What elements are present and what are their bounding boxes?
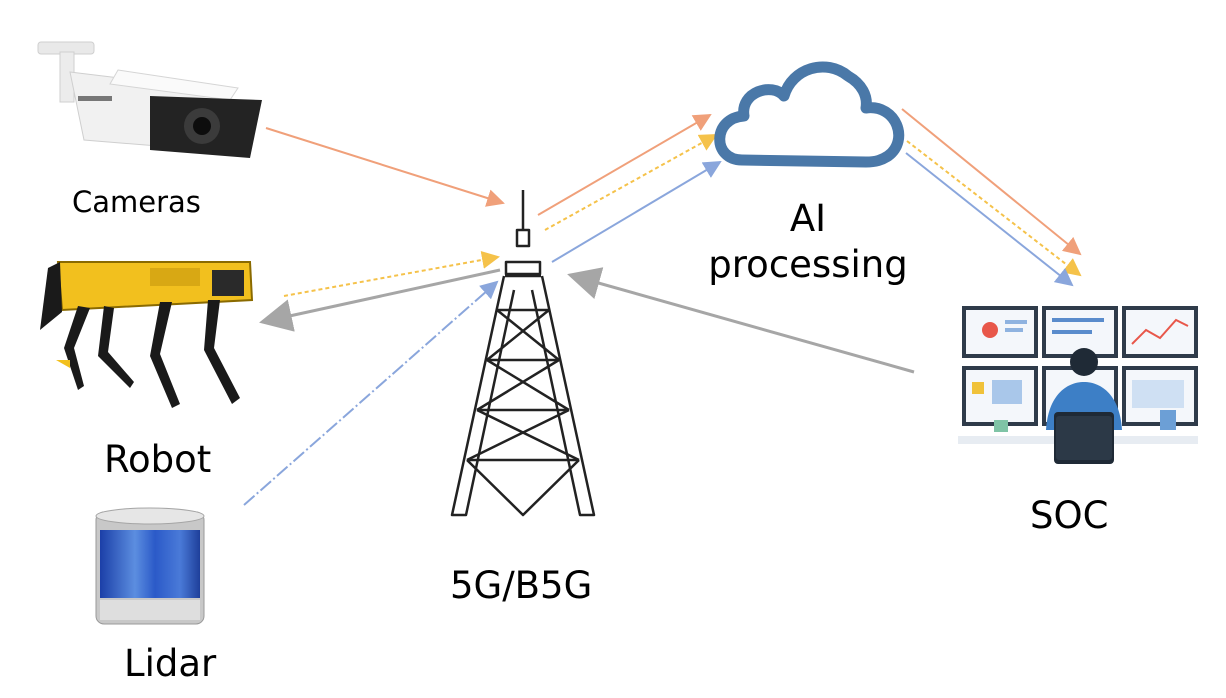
operator-monitors-icon	[958, 306, 1198, 464]
arrow-ai-to-soc-robot	[906, 140, 1082, 277]
arrow-ai-to-soc-lidar	[905, 152, 1074, 287]
arrow-soc-to-tower	[567, 267, 915, 374]
lidar-label: Lidar	[124, 642, 217, 685]
robot-label: Robot	[104, 438, 212, 481]
arrow-lidar-to-tower	[243, 280, 499, 506]
ai-processing-label: AI processing	[708, 196, 908, 288]
ai-label-line2: processing	[708, 243, 908, 286]
security-camera-icon	[37, 41, 262, 158]
arrow-tower-to-ai-robot	[544, 134, 718, 231]
arrow-tower-to-robot	[259, 268, 501, 332]
arrow-robot-to-tower	[283, 251, 500, 297]
cloud-icon	[714, 61, 905, 168]
soc-label: SOC	[1030, 494, 1109, 537]
arrow-cameras-to-tower	[265, 127, 505, 207]
tower-label: 5G/B5G	[450, 564, 593, 607]
cameras-label: Cameras	[72, 185, 201, 219]
arrow-tower-to-ai-lidar	[551, 160, 722, 263]
arrow-tower-to-ai-video	[537, 113, 712, 216]
arrow-ai-to-soc-video	[901, 108, 1082, 256]
quadruped-robot-icon	[40, 261, 254, 408]
flow-arrows	[243, 108, 1082, 506]
lidar-sensor-icon	[95, 507, 205, 625]
ai-label-line1: AI	[789, 197, 827, 240]
cell-tower-icon	[450, 190, 596, 517]
